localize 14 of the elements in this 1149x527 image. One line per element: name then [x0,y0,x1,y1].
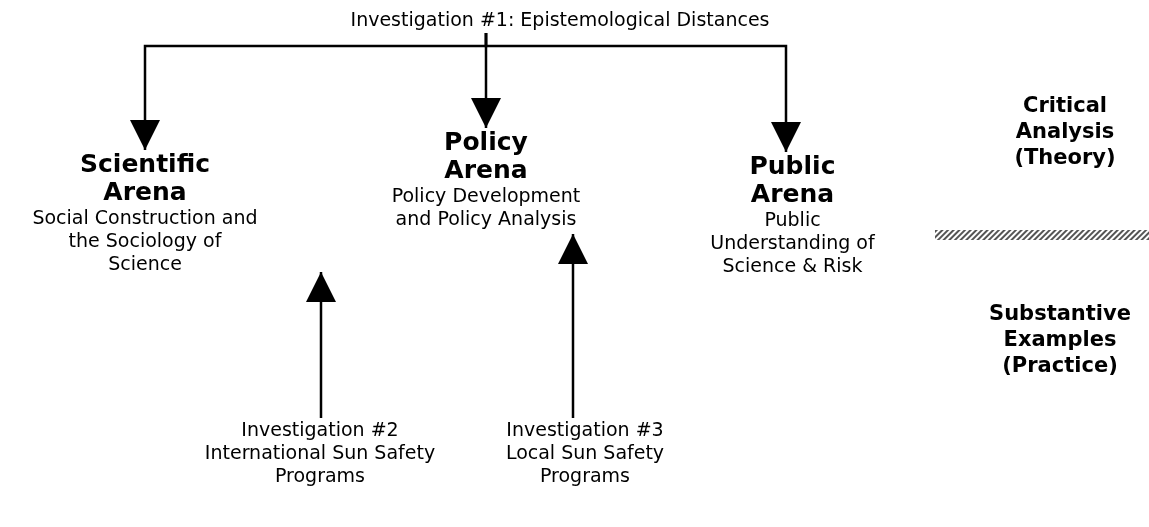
section-label: Critical Analysis (Theory) [1013,92,1117,170]
arrow [306,272,336,418]
investigation-label: Investigation #2 International Sun Safety Programs [203,418,437,487]
arena-heading: Public Arena [748,152,837,208]
arena-description: Public Understanding of Science & Risk [709,208,876,277]
investigation-label: Investigation #3 Local Sun Safety Programs [504,418,666,487]
arena-description: Social Construction and the Sociology of Science [31,206,259,275]
arrow [558,234,588,418]
arrow [484,33,801,152]
arena-heading: Policy Arena [443,128,529,184]
arena-description: Policy Development and Policy Analysis [390,184,582,230]
arena-heading: Scientific Arena [79,150,211,206]
section-label: Substantive Examples (Practice) [988,300,1132,378]
investigation-label: Investigation #1: Epistemological Distances [349,8,771,31]
